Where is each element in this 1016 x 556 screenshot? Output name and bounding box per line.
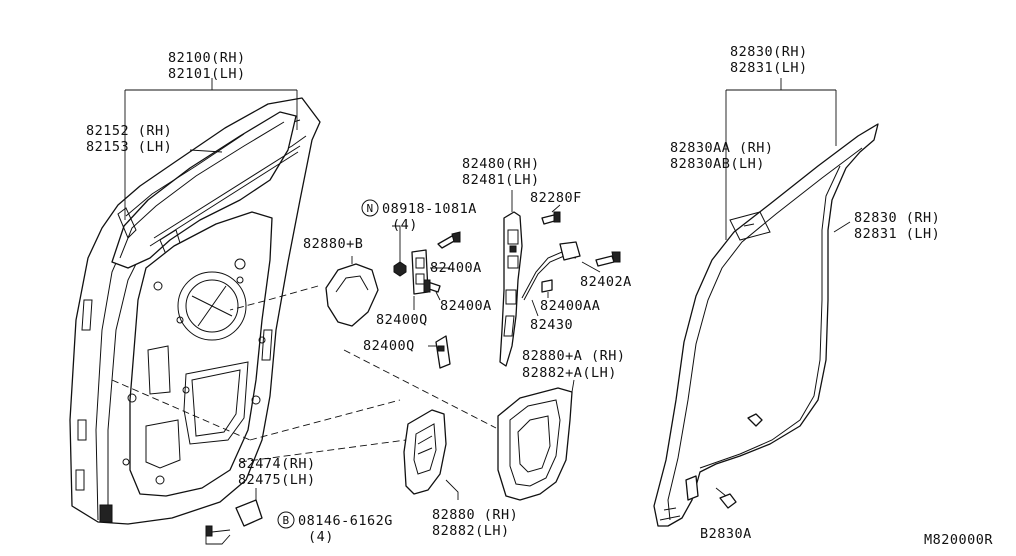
label-weather-rh: 82830(RH): [730, 44, 808, 60]
label-seal-lh: 82831 (LH): [854, 226, 940, 242]
sash-leader: [189, 149, 223, 153]
label-bracket-a1: 82400A: [430, 260, 482, 276]
label-bolt-f: 82280F: [530, 190, 582, 206]
label-handle-lh: 82882(LH): [432, 523, 510, 539]
label-rod-430: 82430: [530, 317, 573, 333]
label-cover-a-rh: 82880+A (RH): [522, 348, 626, 364]
label-lock-lh: 82481(LH): [462, 172, 540, 188]
label-handle-rh: 82880 (RH): [432, 507, 518, 523]
svg-text:B: B: [282, 514, 289, 527]
rear-door-panel: [69, 97, 321, 525]
label-bracket-q1: 82400Q: [376, 312, 428, 328]
label-cover-b: 82880+B: [303, 236, 363, 252]
bolt-marker-icon: B: [277, 511, 295, 529]
label-nut-qty: (4): [392, 217, 418, 233]
door-panel-leader: [124, 78, 298, 220]
label-bracket-402a: 82402A: [580, 274, 632, 290]
label-door-panel-rh: 82100(RH): [168, 50, 246, 66]
label-clip: B2830A: [700, 526, 752, 542]
label-lock-rh: 82480(RH): [462, 156, 540, 172]
hinge-part: [205, 499, 263, 537]
svg-text:N: N: [366, 202, 373, 215]
cover-b-part: [325, 263, 379, 327]
weatherstrip-leader: [725, 78, 837, 240]
label-sash-rh: 82152 (RH): [86, 123, 172, 139]
label-hinge-rh: 82474(RH): [238, 456, 316, 472]
cover-a-part: [497, 387, 573, 501]
label-nut-part: 08918-1081A: [382, 201, 477, 217]
inner-handle-part: [403, 409, 447, 495]
label-weather-aa-rh: 82830AA (RH): [670, 140, 774, 156]
label-hinge-lh: 82475(LH): [238, 472, 316, 488]
label-bolt-part: 08146-6162G: [298, 513, 393, 529]
label-weather-ab-lh: 82830AB(LH): [670, 156, 765, 172]
label-cover-a-lh: 82882+A(LH): [522, 365, 617, 381]
door-lock-part: [499, 211, 621, 367]
label-bracket-aa: 82400AA: [540, 298, 600, 314]
bracket-hardware: [393, 231, 461, 369]
nut-marker-icon: N: [361, 199, 379, 217]
diagram-code: M820000R: [924, 532, 993, 548]
label-bolt-qty: (4): [308, 529, 334, 545]
label-sash-lh: 82153 (LH): [86, 139, 172, 155]
label-weather-lh: 82831(LH): [730, 60, 808, 76]
cover-b-dashline: [229, 285, 319, 311]
weatherstrip-part: [653, 123, 879, 527]
label-seal-rh: 82830 (RH): [854, 210, 940, 226]
label-door-panel-lh: 82101(LH): [168, 66, 246, 82]
label-bracket-a2: 82400A: [440, 298, 492, 314]
label-bracket-q2: 82400Q: [363, 338, 415, 354]
